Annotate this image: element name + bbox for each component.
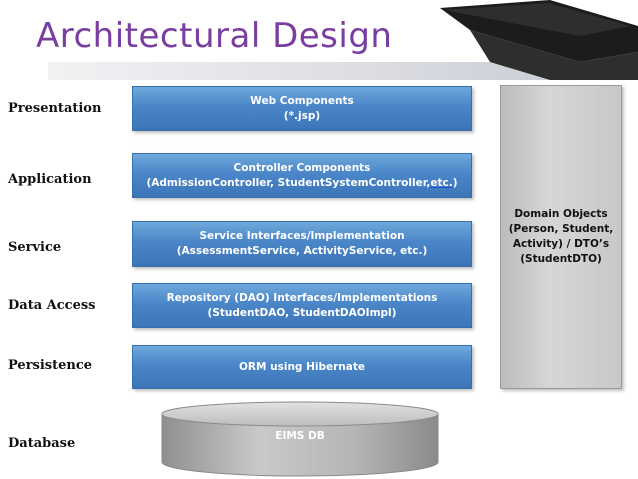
layer-box-line1: Service Interfaces/Implementation bbox=[199, 230, 405, 242]
layer-box-line2-tail: ) bbox=[452, 176, 458, 189]
layer-box-line1: Repository (DAO) Interfaces/Implementati… bbox=[166, 291, 438, 304]
layer-box-service: Service Interfaces/Implementation (Asses… bbox=[132, 221, 472, 267]
layer-box-line1: Controller Components bbox=[233, 161, 371, 174]
database-cylinder-icon bbox=[161, 401, 439, 477]
layer-box-persistence: ORM using Hibernate bbox=[132, 345, 472, 389]
layer-box-line2: (AssessmentService, ActivityService, etc… bbox=[176, 245, 428, 257]
etc-link: etc. bbox=[430, 176, 453, 189]
layer-label-persistence: Persistence bbox=[8, 358, 93, 373]
layer-label-database: Database bbox=[8, 436, 76, 451]
layer-label-application: Application bbox=[8, 172, 92, 187]
layer-box-data-access: Repository (DAO) Interfaces/Implementati… bbox=[132, 283, 472, 328]
domain-objects-box: Domain Objects (Person, Student, Activit… bbox=[500, 85, 622, 389]
layer-label-data-access: Data Access bbox=[8, 298, 96, 313]
domain-objects-text: Domain Objects (Person, Student, Activit… bbox=[508, 208, 614, 265]
layer-box-application: Controller Components (AdmissionControll… bbox=[132, 153, 472, 198]
layer-box-line2: (AdmissionController, StudentSystemContr… bbox=[146, 176, 431, 189]
layer-label-service: Service bbox=[8, 240, 62, 255]
database-name: EIMS DB bbox=[275, 430, 325, 442]
layer-box-presentation: Web Components (*.jsp) bbox=[132, 86, 472, 131]
layer-box-line2: (StudentDAO, StudentDAOImpl) bbox=[207, 306, 397, 319]
layer-label-presentation: Presentation bbox=[8, 101, 102, 116]
layer-box-line2: (*.jsp) bbox=[283, 109, 321, 122]
layer-box-line1: Web Components bbox=[250, 94, 354, 107]
title-band bbox=[48, 62, 638, 80]
layer-box-line1: ORM using Hibernate bbox=[239, 360, 365, 373]
graduation-cap-icon bbox=[430, 0, 638, 80]
page-title: Architectural Design bbox=[36, 16, 393, 56]
layer-box-line2-wrap: (AdmissionController, StudentSystemContr… bbox=[133, 176, 471, 191]
